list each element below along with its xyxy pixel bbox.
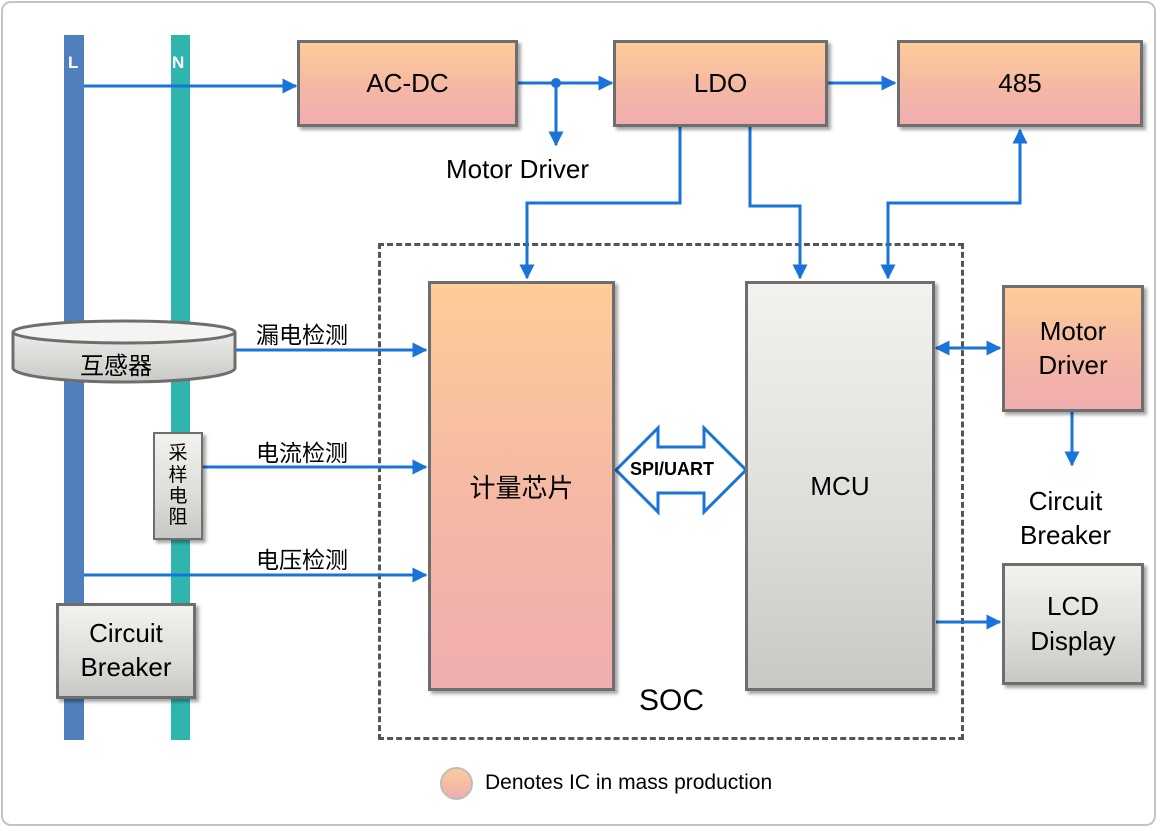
rail-l-label: L — [68, 53, 79, 72]
mcu-block: MCU — [745, 281, 935, 691]
circuit-breaker-left-label: Circuit Breaker — [80, 618, 172, 682]
acdc-block: AC-DC — [297, 40, 518, 127]
legend-swatch — [440, 767, 473, 800]
motor-driver-top-label: Motor Driver — [446, 154, 590, 184]
motor-driver-block: Motor Driver — [1002, 285, 1144, 412]
lcd-display-block: LCD Display — [1002, 563, 1144, 685]
rail-l — [64, 35, 84, 740]
rail-n — [171, 35, 190, 740]
circuit-breaker-right-label: Circuit Breaker — [1020, 486, 1112, 550]
leak-detect-label: 漏电检测 — [256, 322, 348, 348]
acdc-label: AC-DC — [366, 68, 449, 98]
rs485-label: 485 — [998, 68, 1042, 98]
transformer-label: 互感器 — [80, 352, 152, 380]
mcu-label: MCU — [810, 470, 870, 501]
shunt-label: 采 样 电 阻 — [168, 443, 188, 529]
circuit-breaker-left: Circuit Breaker — [56, 603, 196, 699]
soc-label: SOC — [639, 684, 705, 717]
legend-text: Denotes IC in mass production — [485, 771, 773, 794]
motor-driver-label: Motor Driver — [1038, 315, 1108, 380]
ldo-block: LDO — [613, 40, 828, 127]
lcd-display-label: LCD Display — [1030, 590, 1116, 656]
rail-n-label: N — [172, 53, 185, 72]
rs485-block: 485 — [897, 40, 1143, 127]
spi-uart-label: SPI/UART — [630, 459, 715, 479]
soc-region — [378, 243, 964, 740]
current-detect-label: 电流检测 — [256, 440, 348, 466]
ldo-label: LDO — [693, 68, 748, 98]
voltage-detect-label: 电压检测 — [256, 547, 348, 573]
metering-chip-label: 计量芯片 — [469, 472, 574, 503]
shunt-resistor: 采 样 电 阻 — [153, 432, 203, 540]
transformer-shape — [11, 319, 237, 384]
metering-chip-block: 计量芯片 — [428, 281, 615, 691]
